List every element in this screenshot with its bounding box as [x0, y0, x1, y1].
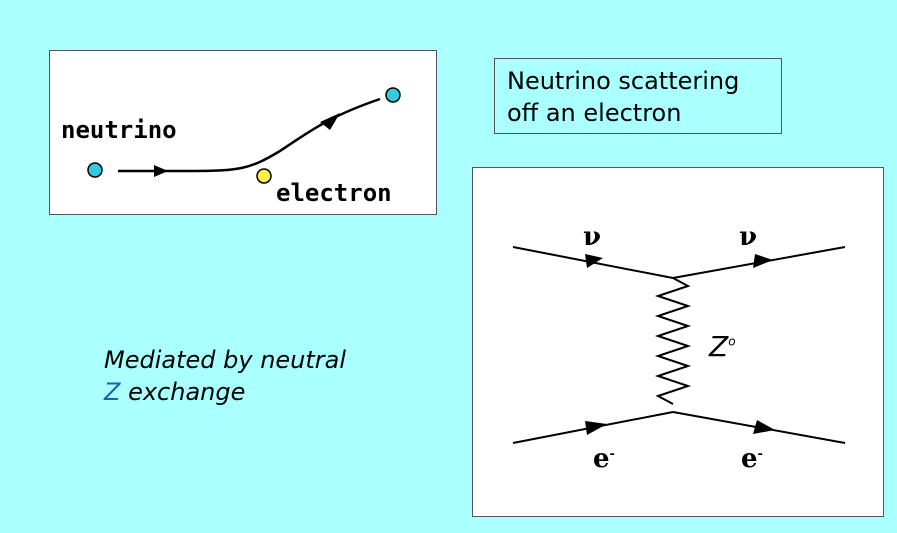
- mediated-line-2-rest: exchange: [120, 378, 246, 406]
- mediated-line-1: Mediated by neutral: [104, 346, 347, 374]
- electron-label: electron: [276, 179, 392, 207]
- caption-box: Neutrino scattering off an electron: [494, 58, 782, 134]
- caption-line-2: off an electron: [507, 99, 682, 127]
- feynman-diagram: [512, 246, 846, 444]
- feynman-diagram-panel: ν ν Zo e- e-: [472, 167, 884, 517]
- boson-superscript: o: [728, 334, 736, 349]
- neutrino-dot-out: [385, 87, 401, 103]
- caption-line-1: Neutrino scattering: [507, 67, 740, 95]
- e-in-superscript: -: [609, 446, 615, 462]
- arrow-head-in: [154, 165, 168, 177]
- neutrino-dot-in: [87, 162, 103, 178]
- boson-symbol: Z: [709, 330, 729, 363]
- nu-out-label: ν: [739, 222, 758, 252]
- e-in-symbol: e: [593, 444, 610, 474]
- nu-in-label: ν: [583, 222, 602, 252]
- z-symbol: Z: [104, 378, 121, 406]
- e-in-label: e-: [593, 444, 615, 474]
- e-out-arrow: [753, 420, 775, 434]
- scattering-sketch-panel: neutrino electron: [49, 50, 437, 215]
- mediated-line-2: Z exchange: [104, 376, 346, 408]
- e-out-symbol: e: [741, 444, 758, 474]
- neutrino-label: neutrino: [61, 116, 177, 144]
- mediated-text: Mediated by neutral Z exchange: [104, 344, 346, 408]
- nu-out-arrow: [753, 254, 773, 268]
- scattering-sketch: [87, 87, 401, 184]
- electron-dot: [256, 168, 272, 184]
- neutrino-trajectory: [118, 97, 381, 173]
- e-out-label: e-: [741, 444, 763, 474]
- arrow-head-out: [320, 113, 340, 130]
- e-out-superscript: -: [757, 446, 763, 462]
- e-in-arrow: [585, 421, 607, 435]
- nu-in-arrow: [585, 254, 603, 268]
- boson-label: Zo: [709, 330, 736, 363]
- caption-text: Neutrino scattering off an electron: [507, 65, 739, 129]
- z-boson-propagator: [654, 277, 692, 405]
